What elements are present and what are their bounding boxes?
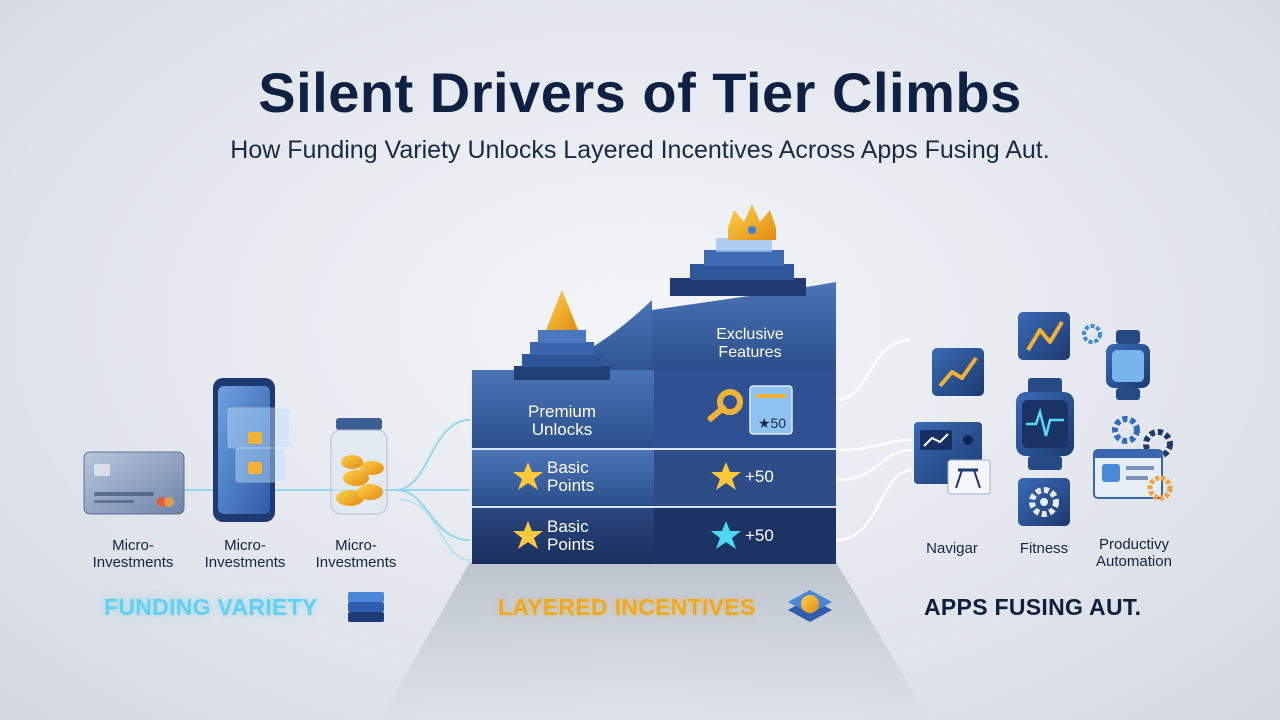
tier-exclusive-label: Exclusive Features <box>690 326 810 362</box>
funding-item-line2: Investments <box>315 554 397 571</box>
section-apps-fusing: APPS FUSING AUT. <box>924 594 1142 620</box>
credit-card-icon <box>83 451 185 515</box>
tier-basic-bonus: +50 <box>745 467 774 486</box>
app-label: Fitness <box>998 540 1090 557</box>
app-label-line1: Navigar <box>926 540 978 557</box>
star-icon <box>513 462 543 490</box>
app-label-line2: Automation <box>1096 553 1172 570</box>
tier-premium-line1: Premium <box>527 402 596 421</box>
star-icon <box>513 521 543 549</box>
page-subtitle: How Funding Variety Unlocks Layered Ince… <box>230 136 1050 164</box>
tier-floor-shadow <box>380 562 930 720</box>
tier-basic-label: Basic Points <box>547 518 637 554</box>
section-layered-incentives: LAYERED INCENTIVES <box>498 594 756 620</box>
page-title: Silent Drivers of Tier Climbs <box>258 61 1022 124</box>
funding-item-line1: Micro- <box>112 537 154 554</box>
tier-basic-line2: Points <box>547 476 595 495</box>
app-flow-lines <box>835 338 913 542</box>
app-label-line1: Fitness <box>1019 540 1069 557</box>
premium-badge-value: ★50 <box>757 415 787 431</box>
pyramid-icon <box>514 290 610 380</box>
tier-premium-label: Premium Unlocks <box>502 403 622 439</box>
smartphone-icon <box>213 378 291 522</box>
automation-app-icon <box>1093 416 1173 501</box>
points-badge <box>749 385 793 435</box>
coin-layers-icon <box>788 590 832 622</box>
tier-basic-line1: Basic <box>547 458 589 477</box>
app-label: Navigar <box>906 540 998 557</box>
settings-gear-icon <box>1018 478 1070 526</box>
crown-pedestal-icon <box>670 204 806 296</box>
coin-jar-icon <box>330 418 388 515</box>
tier-basic-label: Basic Points <box>547 459 637 495</box>
star-icon <box>711 462 741 490</box>
funding-item-line2: Investments <box>92 554 174 571</box>
funding-item-line1: Micro- <box>224 537 266 554</box>
dashboard-app-icon <box>914 422 991 495</box>
app-label: Productivy Automation <box>1082 536 1186 570</box>
tier-basic-line1: Basic <box>547 517 589 536</box>
funding-item-label: Micro- Investments <box>190 537 300 571</box>
funding-item-line1: Micro- <box>335 537 377 554</box>
gear-icon <box>1082 324 1102 344</box>
funding-item-label: Micro- Investments <box>301 537 411 571</box>
funding-item-label: Micro- Investments <box>78 537 188 571</box>
smartwatch-icon <box>1106 330 1150 400</box>
growth-app-icon <box>1018 312 1070 360</box>
star-icon <box>711 521 741 549</box>
fitness-watch-icon <box>1016 378 1074 470</box>
tier-basic-bonus: +50 <box>745 526 774 545</box>
tier-exclusive-line1: Exclusive <box>716 326 784 343</box>
funding-item-line2: Investments <box>204 554 286 571</box>
section-funding-variety: FUNDING VARIETY <box>104 594 318 620</box>
tier-exclusive-line2: Features <box>718 344 782 361</box>
tier-premium-line2: Unlocks <box>531 420 593 439</box>
tier-basic-line2: Points <box>547 535 595 554</box>
key-icon <box>707 389 743 422</box>
trend-chart-icon <box>932 348 984 396</box>
app-label-line1: Productivy <box>1098 536 1170 553</box>
stack-layers-icon <box>348 592 384 622</box>
